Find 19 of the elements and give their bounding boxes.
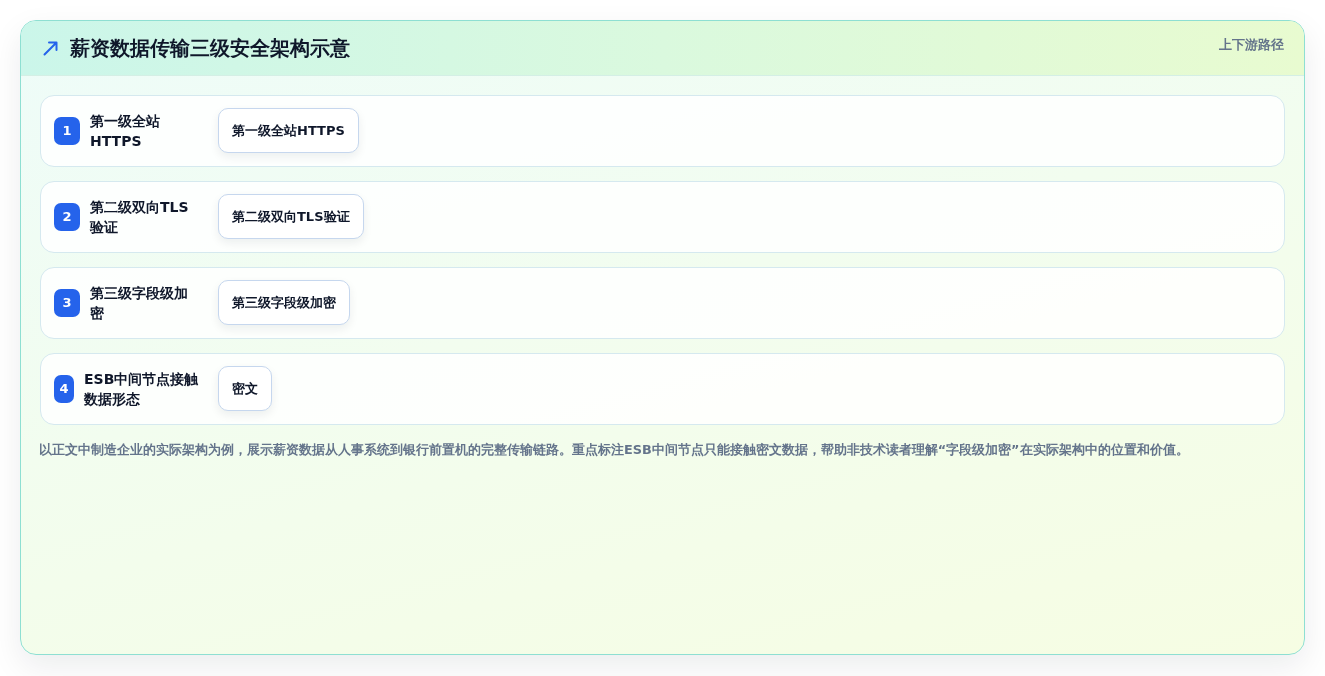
step-number-badge: 4	[54, 375, 74, 403]
step-label: ESB中间节点接触数据形态	[84, 370, 200, 409]
step-label: 第三级字段级加密	[90, 284, 189, 323]
caption-text: 以正文中制造企业的实际架构为例，展示薪资数据从人事系统到银行前置机的完整传输链路。重点标注ESB中间节点只能接触密文数据，帮助非技术读者理解“字段级加密”在实际架构中的位置和价值。	[39, 441, 1189, 459]
step-row	[40, 353, 1285, 425]
level-tag: 第二级双向TLS验证	[218, 194, 364, 239]
level-tag: 密文	[218, 366, 272, 411]
step-row	[40, 181, 1285, 253]
level-tag: 第三级字段级加密	[218, 280, 350, 325]
level-tag: 第一级全站HTTPS	[218, 108, 359, 153]
step-row	[40, 95, 1285, 167]
diagram-title: 薪资数据传输三级安全架构示意	[70, 36, 350, 62]
step-number-badge: 3	[54, 289, 80, 317]
step-number-badge: 1	[54, 117, 80, 145]
step-label: 第二级双向TLS验证	[90, 198, 190, 237]
header-note: 上下游路径	[1219, 36, 1284, 54]
step-label: 第一级全站HTTPS	[90, 112, 161, 151]
step-row	[40, 267, 1285, 339]
step-number-badge: 2	[54, 203, 80, 231]
